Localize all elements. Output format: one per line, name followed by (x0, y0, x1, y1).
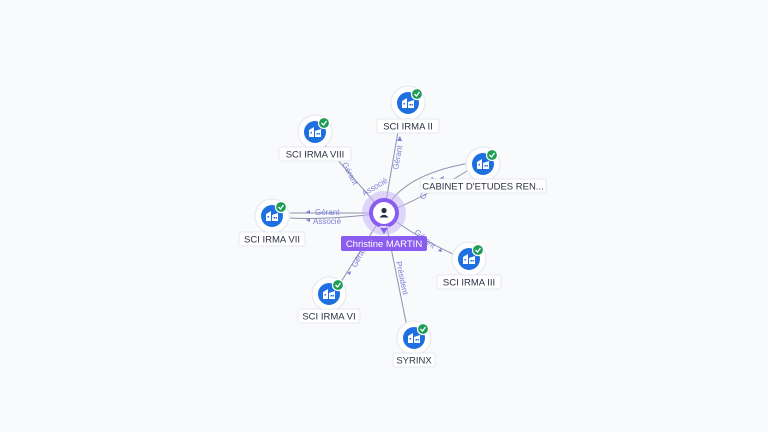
company-node-irma-iii[interactable]: SCI IRMA III (436, 241, 502, 290)
company-name: SCI IRMA II (383, 122, 433, 133)
company-name: SCI IRMA VII (244, 235, 300, 246)
company-name: SCI IRMA III (443, 278, 495, 289)
check-icon (321, 120, 328, 126)
relation-label-irma-viii-1: Gérant (340, 161, 360, 188)
check-icon (475, 247, 482, 253)
company-name: SCI IRMA VI (302, 312, 355, 323)
company-node-irma-ii[interactable]: SCI IRMA II (376, 85, 440, 134)
arrowhead-icon (306, 218, 310, 222)
arrowhead-icon (397, 136, 402, 141)
center-person-node[interactable]: Christine MARTIN (341, 191, 427, 251)
company-name: CABINET D'ETUDES REN... (422, 182, 543, 193)
check-icon (414, 91, 421, 97)
person-icon (379, 207, 389, 218)
relation-label-irma-vii-2: Associé (313, 217, 342, 226)
company-name: SCI IRMA VIII (286, 150, 345, 161)
arrowhead-icon (438, 248, 442, 252)
check-icon (489, 152, 496, 158)
company-name: SYRINX (396, 356, 432, 367)
check-icon (335, 282, 342, 288)
relation-label-syrinx: Président (394, 261, 410, 297)
company-node-cabinet[interactable]: CABINET D'ETUDES REN... (419, 146, 547, 194)
arrowhead-icon (306, 210, 310, 214)
center-person-name: Christine MARTIN (346, 239, 423, 250)
check-icon (278, 204, 285, 210)
company-node-irma-vi[interactable]: SCI IRMA VI (297, 276, 361, 324)
company-node-irma-viii[interactable]: SCI IRMA VIII (278, 114, 352, 162)
relation-label-irma-ii: Gérant (391, 144, 404, 170)
arrowhead-icon (347, 271, 351, 275)
relation-label-irma-vii-1: Gérant (315, 208, 340, 217)
check-icon (420, 326, 427, 332)
company-node-syrinx[interactable]: SYRINX (392, 320, 436, 368)
company-node-irma-vii[interactable]: SCI IRMA VII (238, 198, 306, 247)
